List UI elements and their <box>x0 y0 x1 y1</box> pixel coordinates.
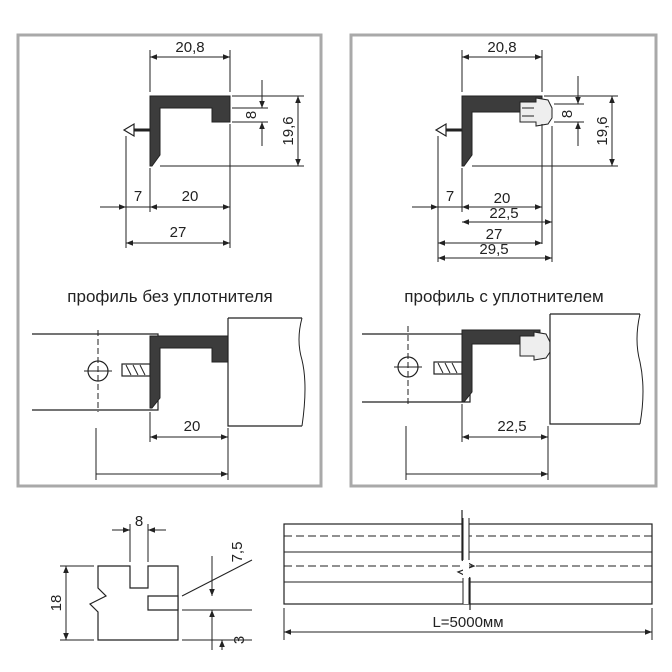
seal-slot <box>147 595 179 611</box>
dim-base-right: 20 <box>494 190 511 207</box>
dim-length: L=5000мм <box>432 614 503 631</box>
dim-clip-right: 7 <box>446 188 454 205</box>
dim-total-right: 27 <box>486 226 503 243</box>
dim-seal-bottom: 3 <box>231 636 248 644</box>
seal-section-right <box>519 97 553 127</box>
dim-base-left: 20 <box>182 188 199 205</box>
clip-icon <box>122 122 150 138</box>
door-panel-left <box>227 317 302 427</box>
dim-total-left: 27 <box>170 224 187 241</box>
dim-top-width-right: 20,8 <box>487 39 516 56</box>
dim-height-left: 19,6 <box>280 116 297 145</box>
seal-profile-outline <box>88 565 179 641</box>
dim-clip-left: 7 <box>134 188 142 205</box>
door-panel-right <box>549 313 640 425</box>
dim-seal-slot: 8 <box>135 513 143 530</box>
dim-seal-height: 18 <box>48 595 65 612</box>
profile-section-left <box>149 95 231 167</box>
dim-slot-right: 8 <box>559 110 576 118</box>
profile-assembled-left <box>149 335 229 409</box>
dim-seal-offset: 7,5 <box>229 542 246 563</box>
dim-install-left: 20 <box>184 418 201 435</box>
seal-cross-section: 8 18 7,5 3 <box>48 513 253 650</box>
dim-total-seal-right: 29,5 <box>479 241 508 258</box>
dim-top-width-left: 20,8 <box>175 39 204 56</box>
caption-without-seal: профиль без уплотнителя <box>67 287 272 306</box>
clip-icon <box>434 122 462 138</box>
right-panel-frame <box>349 33 658 488</box>
dim-install-right: 22,5 <box>497 418 526 435</box>
caption-with-seal: профиль с уплотнителем <box>404 287 603 306</box>
seal-assembled-right <box>519 331 551 361</box>
right-panel: 20,8 8 19,6 7 20 22,5 27 29,5 профи <box>349 33 658 488</box>
left-panel-frame <box>16 33 323 488</box>
left-panel: 20,8 8 19,6 7 20 27 профиль без уплотнит… <box>16 33 323 488</box>
length-view: L=5000мм <box>283 510 653 640</box>
dim-slot-left: 8 <box>243 111 260 119</box>
dim-height-right: 19,6 <box>594 116 611 145</box>
dim-base-seal-right: 22,5 <box>489 205 518 222</box>
